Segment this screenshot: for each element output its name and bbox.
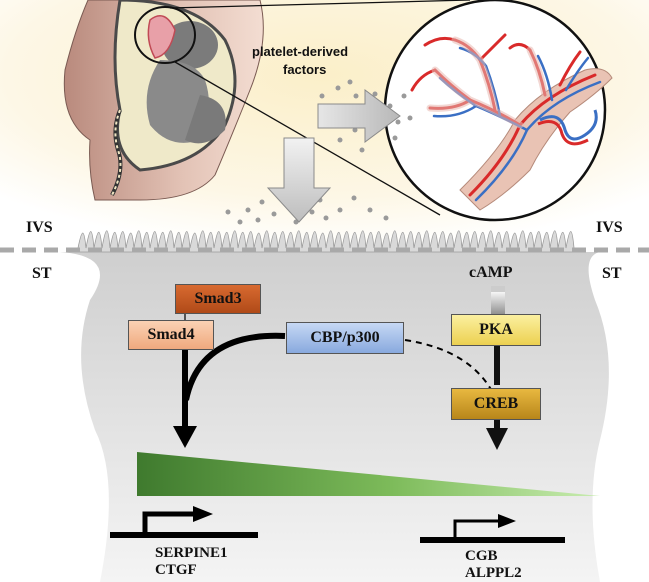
cbp-p300-box: CBP/p300 [286, 322, 404, 354]
gene-right-promoter [420, 514, 565, 543]
expression-gradient [137, 452, 600, 496]
cbp-smad-curve [183, 332, 286, 401]
camp-label: cAMP [469, 264, 513, 281]
gene-ctgf: CTGF [155, 562, 197, 578]
factor-flow-arrow-horizontal [317, 89, 401, 143]
gene-left-promoter [110, 506, 258, 538]
gene-left-names: SERPINE1 CTGF [155, 545, 228, 579]
gene-right-names: CGB ALPPL2 [465, 548, 522, 582]
creb-arrowhead [486, 428, 508, 450]
camp-signal-bar [491, 290, 505, 316]
ivs-label-right: IVS [596, 219, 623, 236]
platelet-factors-label-2: factors [283, 62, 327, 77]
pka-box: PKA [451, 314, 541, 346]
st-label-right: ST [602, 265, 622, 282]
factor-flow-arrow-vertical [266, 137, 332, 223]
cbp-creb-dashed-curve [404, 339, 494, 394]
smad-arrowhead [173, 426, 197, 448]
villous-tree-magnified [383, 0, 613, 222]
creb-box: CREB [451, 388, 541, 420]
smad3-box: Smad3 [175, 284, 261, 314]
gene-alppl2: ALPPL2 [465, 565, 522, 581]
ivs-label-left: IVS [26, 219, 53, 236]
smad4-box: Smad4 [128, 320, 214, 350]
platelet-factor-dots [225, 79, 413, 225]
pregnancy-illustration [63, 0, 264, 201]
zoom-line-top [169, 0, 471, 9]
gene-serpine1: SERPINE1 [155, 545, 228, 561]
st-label-left: ST [32, 265, 52, 282]
platelet-factors-label-1: platelet-derived [252, 44, 349, 59]
gene-cgb: CGB [465, 548, 498, 564]
